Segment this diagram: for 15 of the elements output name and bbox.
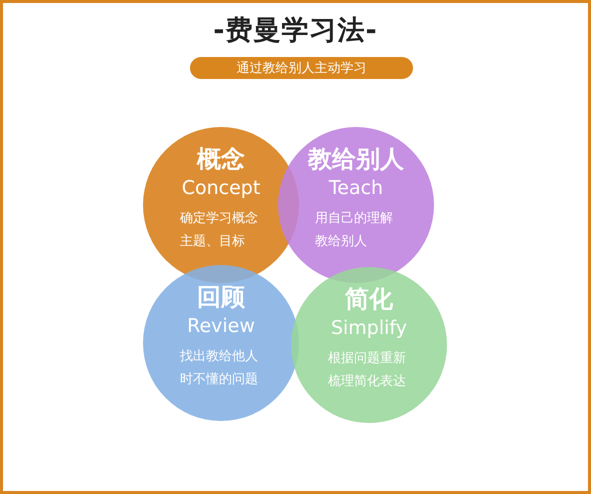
banner-text: 通过教给别人主动学习 [236, 60, 366, 77]
circle-heading: 概念 [197, 145, 245, 174]
circle-description: 找出教给他人时不懂的问题 [180, 348, 260, 390]
english-heading: Concept [182, 177, 260, 200]
circle-description: 确定学习概念主题、目标 [180, 210, 260, 252]
english-heading: Teach [328, 177, 384, 200]
circle-description: 根据问题重新梳理简化表达 [328, 350, 408, 392]
circle-heading: 简化 [345, 285, 393, 314]
circle-heading: 回顾 [197, 283, 245, 312]
diagram-title: -费曼学习法- [213, 15, 378, 46]
circle-description: 用自己的理解教给别人 [315, 210, 394, 252]
english-heading: Review [187, 315, 255, 338]
circle-heading: 教给别人 [308, 145, 404, 174]
subtitle-banner [190, 57, 413, 79]
english-heading: Simplify [330, 317, 408, 340]
